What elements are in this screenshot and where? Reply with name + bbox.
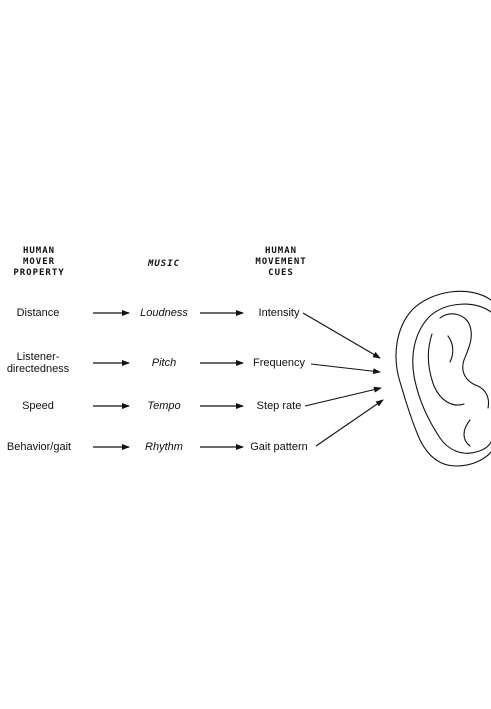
arrow-cue-to-ear <box>304 386 382 407</box>
header-line: MOVER <box>22 257 56 267</box>
property-text: Speed <box>22 400 54 412</box>
music-tempo: Tempo <box>147 400 181 412</box>
arrow-cue-to-ear <box>302 312 381 359</box>
cue-gait-pattern: Gait pattern <box>250 441 308 453</box>
cue-frequency: Frequency <box>253 357 305 369</box>
header-human-movement-cues: HUMAN MOVEMENT CUES <box>236 246 326 279</box>
header-line: HUMAN <box>264 246 298 256</box>
cue-intensity: Intensity <box>258 307 300 319</box>
property-text: Distance <box>16 307 60 319</box>
ear-icon <box>395 290 491 467</box>
property-text: directedness <box>6 363 70 375</box>
header-music: MUSIC <box>147 259 181 269</box>
header-human-mover-property: HUMAN MOVER PROPERTY <box>2 246 76 279</box>
property-text: Behavior/gait <box>6 441 72 453</box>
header-line: MOVEMENT <box>255 257 307 267</box>
header-line: PROPERTY <box>13 268 65 278</box>
property-listener-directedness: Listener- directedness <box>0 351 76 375</box>
property-text: Listener- <box>16 351 60 363</box>
music-loudness: Loudness <box>140 307 188 319</box>
music-rhythm: Rhythm <box>145 441 183 453</box>
property-speed: Speed <box>0 400 76 412</box>
arrow-cue-to-ear <box>310 363 381 375</box>
arrow-cue-to-ear <box>315 399 384 447</box>
cue-step-rate: Step rate <box>256 400 302 412</box>
header-line: HUMAN <box>22 246 56 256</box>
header-line: CUES <box>268 268 294 278</box>
music-pitch: Pitch <box>151 357 177 369</box>
property-behavior-gait: Behavior/gait <box>0 441 78 453</box>
property-distance: Distance <box>0 307 76 319</box>
